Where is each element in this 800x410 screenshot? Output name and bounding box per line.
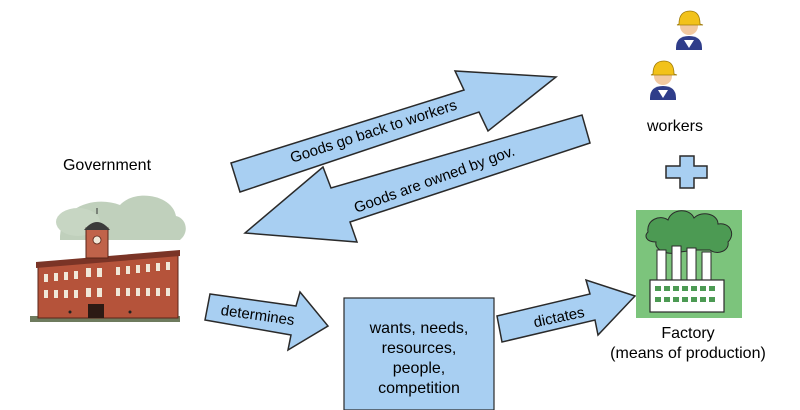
plus-icon <box>665 155 708 189</box>
government-building-icon <box>30 195 186 322</box>
arrow-goods-owned: Goods are owned by gov. <box>243 114 591 243</box>
factory-subtitle: (means of production) <box>610 345 766 362</box>
arrow-determines: determines <box>204 290 330 352</box>
factory-icon <box>636 210 742 318</box>
factory-label: Factory <box>661 325 714 342</box>
arrow-goods-back-label: Goods go back to workers <box>288 97 459 167</box>
center-box-line-3: people, <box>393 360 446 377</box>
workers-label: workers <box>646 118 703 135</box>
government-label: Government <box>63 157 152 174</box>
center-box-line-1: wants, needs, <box>369 320 469 337</box>
center-box: wants, needs, resources, people, competi… <box>343 297 495 410</box>
center-box-line-2: resources, <box>382 340 457 357</box>
arrow-dictates: dictates <box>496 278 637 343</box>
worker-hardhat-icon <box>650 60 678 100</box>
worker-hardhat-icon <box>676 10 704 50</box>
center-box-line-4: competition <box>378 380 460 397</box>
